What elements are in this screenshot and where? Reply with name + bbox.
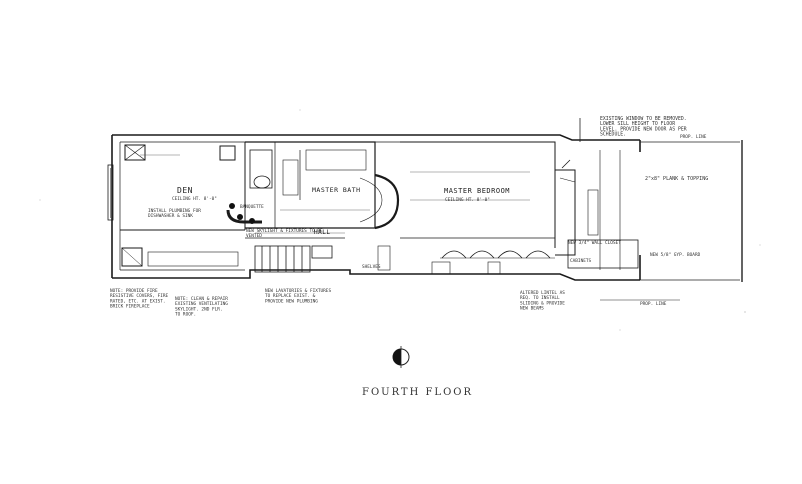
hall-stairs bbox=[245, 237, 345, 273]
outer-walls bbox=[107, 134, 641, 281]
property-lines bbox=[579, 118, 743, 301]
den-walls bbox=[120, 142, 246, 267]
prop-line-bottom: PROP. LINE bbox=[640, 301, 667, 307]
window-note: EXISTING WINDOW TO BE REMOVED.LOWER SILL… bbox=[600, 116, 687, 138]
room-label-hall: HALL bbox=[314, 229, 330, 236]
plan-title: FOURTH FLOOR bbox=[362, 387, 473, 398]
label-cabinets: CABINETS bbox=[570, 258, 592, 264]
scan-noise bbox=[39, 109, 761, 331]
master-bedroom-walls bbox=[377, 141, 556, 275]
banquette bbox=[226, 203, 262, 224]
section-marker-icon bbox=[392, 346, 410, 368]
right-zone bbox=[555, 150, 639, 270]
prop-line-top: PROP. LINE bbox=[680, 134, 707, 140]
master-bath-walls bbox=[245, 141, 400, 230]
new-wall-note: NEW 5/8" GYP. BOARD bbox=[650, 252, 701, 258]
den-ceiling-note: CEILING HT. 8'-0" bbox=[172, 196, 217, 202]
bedroom-ceiling-note: CEILING HT. 8'-0" bbox=[445, 197, 490, 203]
planking-note: 2"x8" PLANK & TOPPING bbox=[645, 176, 708, 182]
room-label-master-bedroom: MASTER BEDROOM bbox=[444, 187, 510, 195]
label-banquette: BANQUETTE bbox=[240, 204, 264, 210]
room-label-master-bath: MASTER BATH bbox=[312, 186, 361, 194]
dimension-marks bbox=[140, 154, 530, 234]
label-shelves: SHELVES bbox=[362, 264, 381, 270]
room-label-den: DEN bbox=[177, 186, 193, 195]
window-note-text: EXISTING WINDOW TO BE REMOVED.LOWER SILL… bbox=[600, 116, 687, 138]
new-closet-note: NEW 3/4" WALL CLOSET bbox=[568, 240, 621, 246]
